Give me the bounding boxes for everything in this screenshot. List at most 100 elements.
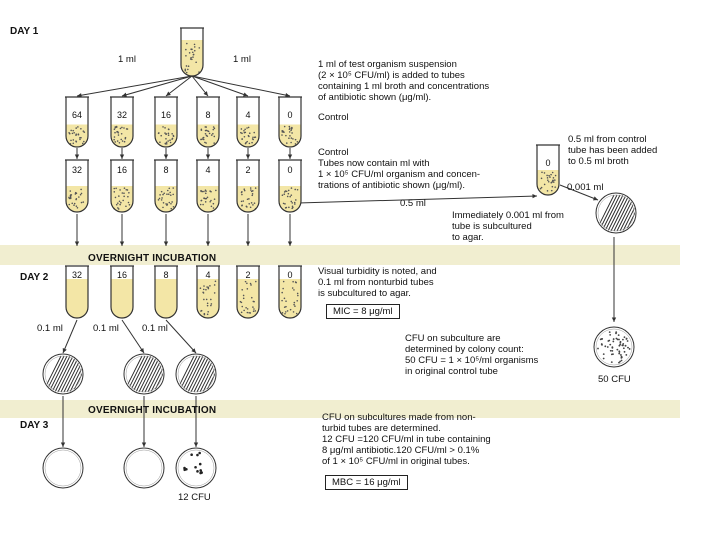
row3-tube-4-dot bbox=[249, 282, 252, 285]
row2-tube-5-outline bbox=[278, 160, 302, 213]
row1-tube-0-dot bbox=[75, 127, 78, 129]
row1-tube-3-dot bbox=[207, 130, 210, 133]
day2-plate-0-streak bbox=[57, 355, 77, 393]
note-colony-line-1: CFU on subculture are bbox=[405, 333, 501, 344]
stock-tube-dot bbox=[184, 68, 187, 71]
row2-arrow-2-head bbox=[163, 241, 169, 246]
side-control-tube bbox=[536, 144, 560, 196]
row3-tube-3-dot bbox=[202, 288, 205, 291]
note-subculture-line-4: 8 μg/ml antibiotic.120 CFU/ml > 0.1% bbox=[322, 445, 480, 456]
control-plate-result-colony bbox=[618, 338, 620, 341]
row1-tube-4-dot bbox=[244, 131, 247, 134]
row3-tube-5 bbox=[278, 265, 302, 319]
day2-plate-0-streak bbox=[72, 355, 82, 393]
note-subculture-line-1: CFU on subcultures made from non- bbox=[322, 412, 476, 423]
day3-plate-2-colony bbox=[199, 469, 203, 472]
row3-tube-0 bbox=[65, 265, 89, 319]
row2-tube-5-dot bbox=[291, 202, 294, 204]
side-control-tube-dot bbox=[551, 171, 554, 174]
row3-tube-1-outline bbox=[110, 266, 134, 319]
day2-plate-0-streak bbox=[48, 355, 68, 393]
tenth-ml-label-2: 0.1 ml bbox=[93, 323, 119, 334]
row2-concentration-0: 32 bbox=[71, 165, 82, 175]
row1-tube-1-dot bbox=[120, 138, 123, 141]
day3-plate-1-rim bbox=[125, 449, 163, 487]
stock-tube-dot bbox=[191, 51, 194, 54]
day3-label: DAY 3 bbox=[20, 420, 49, 431]
row2-arrow-4 bbox=[245, 214, 251, 246]
control-plate-immediate-rim bbox=[597, 194, 635, 232]
row3-tube-3 bbox=[196, 265, 220, 319]
row2-tube-5-dot bbox=[293, 201, 296, 204]
row2-tube-2-dot bbox=[166, 193, 168, 196]
row2-tube-2-dot bbox=[165, 203, 167, 205]
row1-tube-1-dot bbox=[114, 126, 117, 129]
row3-tube-4-dot bbox=[240, 311, 243, 314]
side-control-tube-dot bbox=[543, 172, 546, 174]
row3-tube-3-dot bbox=[200, 309, 203, 312]
row2-tube-4-dot bbox=[241, 190, 243, 193]
row2-tube-0-dot bbox=[69, 196, 72, 199]
arrows bbox=[60, 75, 617, 447]
row1-tube-4-dot bbox=[253, 131, 256, 134]
row3-tube-3-dot bbox=[214, 280, 217, 283]
row2-tube-5-dot bbox=[290, 194, 293, 196]
control-plate-immediate-streak bbox=[598, 194, 618, 232]
control-plate-result-colony bbox=[612, 353, 614, 356]
row1-tube-5-dot bbox=[290, 128, 293, 130]
row2-tube-4-dot bbox=[242, 200, 245, 202]
control-plate-result-colony bbox=[618, 361, 620, 364]
side-control-tube-dot bbox=[549, 176, 551, 178]
day2-plate-2-streak bbox=[199, 355, 215, 393]
day2-plate-2-streak bbox=[202, 355, 215, 393]
row3-tube-5-dot bbox=[281, 312, 284, 314]
row2-tube-2-dot bbox=[162, 193, 164, 196]
side-control-tube-dot bbox=[551, 181, 554, 183]
row1-tube-4-dot bbox=[240, 128, 243, 130]
row1-tube-1-dot bbox=[113, 128, 116, 131]
row2-tube-1-dot bbox=[128, 203, 131, 206]
row3-tube-5-dot bbox=[296, 299, 299, 302]
row2-tube-2-dot bbox=[159, 194, 161, 196]
note-dilution-line-4: trations of antibiotic shown (μg/ml). bbox=[318, 180, 465, 191]
side-control-tube-dot bbox=[548, 174, 550, 177]
row2-tube-1-dot bbox=[123, 195, 125, 198]
row2-tube-2-dot bbox=[170, 202, 172, 205]
row2-arrow-1 bbox=[119, 214, 125, 246]
row1-arrow-2-head bbox=[163, 154, 169, 159]
day3-plate-2 bbox=[175, 447, 217, 489]
side-control-tube-dot bbox=[543, 183, 546, 186]
row2-tube-1-dot bbox=[125, 205, 127, 208]
row2-tube-5-dot bbox=[287, 192, 290, 195]
row2-tube-1-dot bbox=[126, 189, 129, 191]
control-plate-result-colony bbox=[623, 350, 626, 353]
day3-plate-2-colony bbox=[199, 471, 202, 475]
row1-tube-5-dot bbox=[281, 134, 283, 136]
row1-tube-4-dot bbox=[252, 138, 255, 141]
row1-tube-2-dot bbox=[165, 141, 168, 144]
row1-tube-4 bbox=[236, 96, 260, 148]
control-plate-immediate-streak bbox=[634, 194, 635, 232]
day2-plate-0-streak bbox=[69, 355, 82, 393]
row2-tube-3 bbox=[196, 159, 220, 213]
row2-tube-2-dot bbox=[166, 189, 169, 192]
row3-tube-5-dot bbox=[292, 311, 295, 313]
row2-tube-1-dot bbox=[117, 208, 120, 210]
row2-arrow-3 bbox=[205, 214, 211, 246]
row3-tube-3-broth bbox=[197, 279, 219, 318]
row2-tube-2-dot bbox=[169, 194, 172, 196]
day2-plate-0-streak bbox=[45, 355, 65, 393]
row3-tube-5-dot bbox=[295, 312, 298, 315]
row1-tube-3-dot bbox=[204, 132, 207, 135]
row2-arrow-5 bbox=[287, 214, 293, 246]
side-control-tube-dot bbox=[552, 177, 555, 179]
row1-tube-4-dot bbox=[246, 127, 248, 129]
control-plate-immediate-streak bbox=[619, 194, 635, 232]
control-plate-result-colony bbox=[618, 352, 621, 355]
row2-tube-2-dot bbox=[168, 201, 171, 204]
row3-tube-3-dot bbox=[210, 303, 213, 305]
row1-tube-0-dot bbox=[72, 129, 75, 132]
day3-arrow-2-head bbox=[193, 442, 199, 447]
row1-tube-1-dot bbox=[117, 134, 120, 136]
